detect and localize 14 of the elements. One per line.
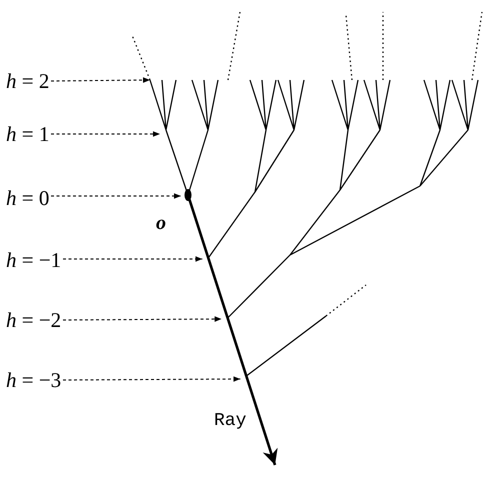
leader-line [62,316,222,322]
leader-line [50,193,182,199]
leader-line [50,131,160,137]
height-label: h = 0 [6,188,50,209]
height-label: h = −3 [6,370,62,391]
height-label: h = −1 [6,250,62,271]
height-label: h = 2 [6,71,50,92]
ray-label: Ray [214,412,246,430]
leader-line [62,256,203,262]
height-label: h = 1 [6,124,50,145]
point-label: o [156,213,166,233]
height-label: h = −2 [6,310,62,331]
leader-line [62,376,241,382]
leader-line [50,77,150,83]
